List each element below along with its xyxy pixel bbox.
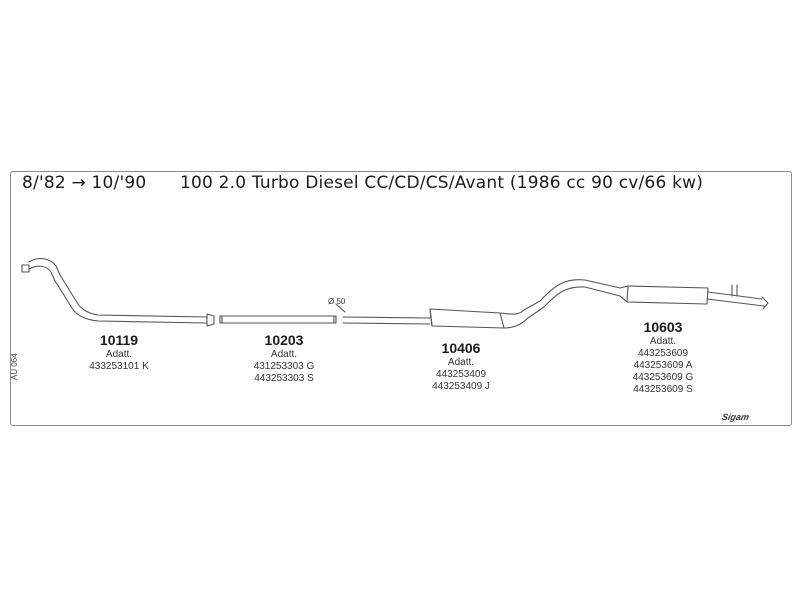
part-code: 10203 bbox=[264, 332, 304, 348]
part-label-10406: 10406 Adatt. 443253409 443253409 J bbox=[406, 339, 516, 393]
part-note: Adatt. bbox=[447, 357, 475, 368]
part-code: 10119 bbox=[99, 332, 139, 348]
front-pipe-10119 bbox=[21, 257, 215, 327]
intermediate-pipe-10203 bbox=[219, 315, 337, 324]
brand-logo: Sigam bbox=[720, 412, 751, 422]
part-ref: 443253609 G bbox=[632, 372, 694, 383]
center-silencer-10406 bbox=[342, 300, 545, 329]
part-ref: 443253409 bbox=[435, 369, 487, 380]
date-range: 8/'82 → 10/'90 bbox=[22, 173, 147, 193]
part-code: 10406 bbox=[441, 340, 481, 356]
part-ref: 443253303 S bbox=[254, 373, 314, 384]
part-label-10603: 10603 Adatt. 443253609 443253609 A 44325… bbox=[608, 318, 718, 396]
part-ref: 431253303 G bbox=[253, 361, 315, 372]
part-label-10203: 10203 Adatt. 431253303 G 443253303 S bbox=[229, 331, 339, 385]
catalog-code: AU 064 bbox=[10, 353, 19, 380]
part-note: Adatt. bbox=[649, 336, 677, 347]
part-ref: 443253609 S bbox=[633, 384, 693, 395]
diameter-label: Ø 50 bbox=[328, 297, 346, 306]
part-label-10119: 10119 Adatt. 433253101 K bbox=[64, 331, 174, 373]
diagram-panel bbox=[10, 171, 792, 426]
part-ref: 443253609 bbox=[637, 348, 689, 359]
part-ref: 443253409 J bbox=[432, 381, 490, 392]
rear-silencer-10603 bbox=[539, 279, 769, 310]
part-ref: 443253609 A bbox=[633, 360, 693, 371]
part-code: 10603 bbox=[643, 319, 683, 335]
part-ref: 433253101 K bbox=[89, 361, 149, 372]
part-note: Adatt. bbox=[270, 349, 298, 360]
diameter-leader bbox=[335, 303, 346, 313]
part-note: Adatt. bbox=[105, 349, 133, 360]
vehicle-model: 100 2.0 Turbo Diesel CC/CD/CS/Avant (198… bbox=[180, 173, 704, 193]
